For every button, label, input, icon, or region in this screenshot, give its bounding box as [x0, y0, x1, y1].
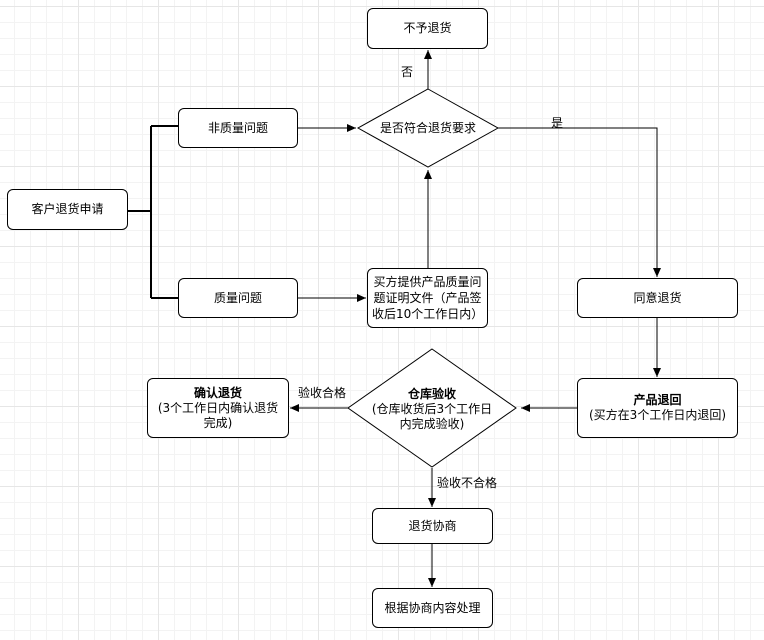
node-confirm-return[interactable]: 确认退货 (3个工作日内确认退货完成) [147, 378, 289, 438]
node-label: 买方提供产品质量问题证明文件（产品签收后10个工作日内） [372, 275, 484, 321]
edge-start-to-branch [128, 125, 178, 299]
decision-eligible[interactable]: 是否符合退货要求 [368, 118, 488, 138]
node-label: 不予退货 [403, 21, 452, 35]
node-title: 产品退回 [633, 393, 682, 407]
node-label: 质量问题 [213, 290, 262, 305]
node-proof-document[interactable]: 买方提供产品质量问题证明文件（产品签收后10个工作日内） [367, 268, 488, 328]
decision-subtitle: (仓库收货后3个工作日内完成验收) [371, 401, 493, 431]
node-non-quality-issue[interactable]: 非质量问题 [178, 108, 298, 148]
node-label: 非质量问题 [207, 120, 268, 135]
node-subtitle: (买方在3个工作日内退回) [589, 408, 726, 422]
node-product-return[interactable]: 产品退回 (买方在3个工作日内退回) [577, 378, 738, 438]
node-label: 同意退货 [633, 290, 682, 305]
node-label: 退货协商 [408, 518, 457, 533]
node-subtitle: (3个工作日内确认退货完成) [157, 400, 279, 430]
node-label: 客户退货申请 [31, 202, 104, 216]
node-title: 确认退货 [193, 385, 242, 400]
decision-warehouse-check[interactable]: 仓库验收 (仓库收货后3个工作日内完成验收) [366, 385, 498, 433]
node-handle-per-negotiation[interactable]: 根据协商内容处理 [372, 588, 493, 628]
node-agree-return[interactable]: 同意退货 [577, 278, 738, 318]
edge-label-pass: 验收合格 [298, 386, 347, 400]
node-return-negotiation[interactable]: 退货协商 [372, 508, 493, 544]
edge-label-no: 否 [401, 65, 414, 79]
decision-title: 仓库验收 [407, 386, 456, 401]
node-label: 根据协商内容处理 [384, 600, 481, 615]
edge-label-fail: 验收不合格 [437, 476, 498, 490]
edge-label-yes: 是 [551, 116, 564, 130]
node-reject-return[interactable]: 不予退货 [367, 8, 488, 49]
decision-label: 是否符合退货要求 [379, 120, 476, 135]
warehouse-check-shape [347, 348, 517, 468]
node-quality-issue[interactable]: 质量问题 [178, 278, 298, 318]
decision-eligible-shape [356, 88, 500, 168]
edge-decision-yes-to-agree [498, 127, 661, 277]
node-customer-return-request[interactable]: 客户退货申请 [7, 189, 128, 230]
